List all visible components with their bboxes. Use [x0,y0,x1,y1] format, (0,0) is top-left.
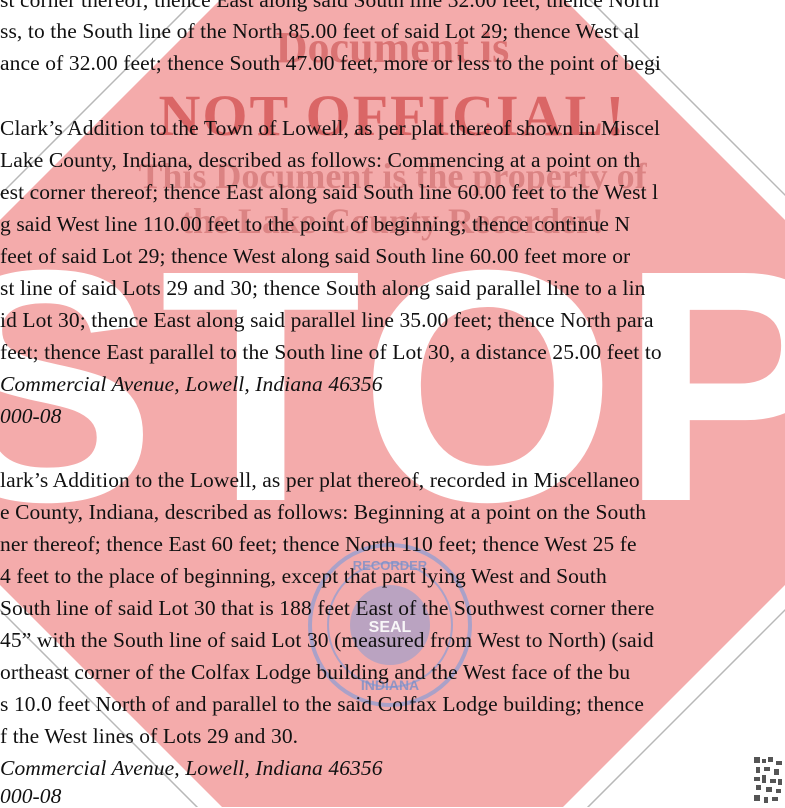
text-line: e County, Indiana, described as follows:… [0,500,647,524]
text-line: feet; thence East parallel to the South … [0,340,662,364]
text-line: 4 feet to the place of beginning, except… [0,564,607,588]
seal-bottom-text: INDIANA [361,677,419,693]
text-line: f the West lines of Lots 29 and 30. [0,724,299,748]
stop-sign-text: STOP [0,201,785,570]
text-line: feet of said Lot 29; thence West along s… [0,244,631,268]
text-line: g said West line 110.00 feet to the poin… [0,212,631,236]
text-line: ner thereof; thence East 60 feet; thence… [0,532,637,556]
text-line: lark’s Addition to the Lowell, as per pl… [0,468,640,492]
text-line: s 10.0 feet North of and parallel to the… [0,692,644,716]
seal-top-text: RECORDER [353,558,428,573]
text-line-parcel: 000-08 [0,404,62,428]
text-line: ss, to the South line of the North 85.00… [0,19,640,43]
text-line: ortheast corner of the Colfax Lodge buil… [0,660,631,684]
text-line: Lake County, Indiana, described as follo… [0,148,641,172]
seal-center-text: SEAL [369,619,412,636]
text-line-address: Commercial Avenue, Lowell, Indiana 46356 [0,372,383,396]
watermark-line-2: NOT OFFICIAL! [158,83,627,148]
text-line: st line of said Lots 29 and 30; thence S… [0,276,646,300]
watermark-line-3: This Document is the property of [138,156,647,196]
watermark-line-4: the Lake County Recorder! [181,201,604,241]
text-line-parcel: 000-08 [0,784,62,808]
text-line-address: Commercial Avenue, Lowell, Indiana 46356 [0,756,383,780]
text-line: st corner thereof; thence East along sai… [0,0,660,12]
text-line: id Lot 30; thence East along said parall… [0,308,654,332]
text-line: 45” with the South line of said Lot 30 (… [0,628,654,652]
text-line: Clark’s Addition to the Town of Lowell, … [0,116,661,140]
qr-code-icon [752,755,785,807]
watermark-line-1: Document is [275,23,510,72]
text-line: ance of 32.00 feet; thence South 47.00 f… [0,51,661,75]
text-line: South line of said Lot 30 that is 188 fe… [0,596,655,620]
recorder-seal-icon: RECORDER SEAL INDIANA [308,543,472,707]
text-line: est corner thereof; thence East along sa… [0,180,659,204]
